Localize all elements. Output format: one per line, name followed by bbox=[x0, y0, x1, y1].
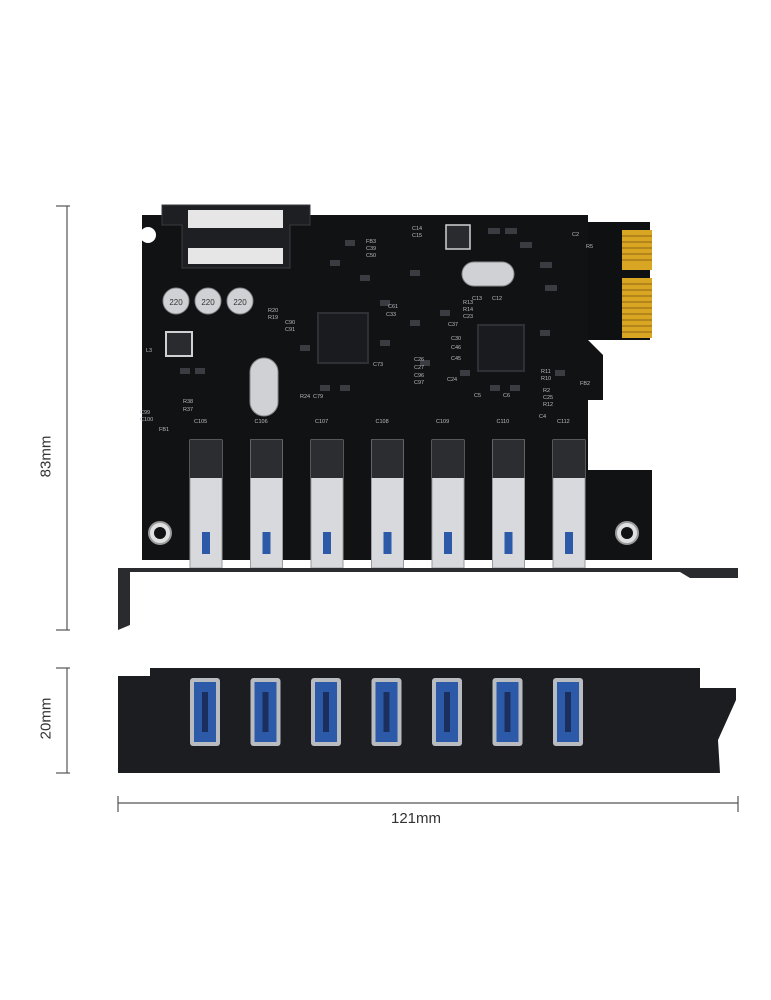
inductor bbox=[165, 331, 193, 357]
silk-label: C61 bbox=[388, 304, 398, 310]
usb-ports-front bbox=[190, 678, 583, 746]
bracket-front-view bbox=[118, 668, 736, 773]
usb-port-top bbox=[189, 439, 223, 569]
silk-label: C100 bbox=[140, 417, 153, 423]
mount-hole-top-left bbox=[140, 227, 156, 243]
electrolytic-capacitors: 220 220 220 bbox=[162, 287, 254, 315]
silk-label: R2 bbox=[543, 388, 550, 394]
sata-power-connector bbox=[161, 204, 311, 269]
silk-label: R24 bbox=[300, 394, 310, 400]
silk-label: R13 bbox=[463, 300, 473, 306]
usb-port-front bbox=[311, 678, 341, 746]
usb-port-front bbox=[432, 678, 462, 746]
usb-card-top-view: 220 220 220 C14 C1 bbox=[118, 204, 738, 630]
usb-port-top bbox=[310, 439, 344, 569]
port-ref-label: C108 bbox=[376, 419, 389, 425]
silk-label: C26 bbox=[414, 357, 424, 363]
silk-label: R38 bbox=[183, 399, 193, 405]
bracket-edge bbox=[118, 568, 738, 630]
silk-label: C45 bbox=[451, 356, 461, 362]
capacitor-label: 220 bbox=[201, 298, 215, 307]
usb-port-top bbox=[371, 439, 404, 569]
smd-components bbox=[180, 228, 565, 391]
silk-label: C91 bbox=[285, 327, 295, 333]
length-dimension-label: 121mm bbox=[391, 810, 442, 827]
silk-label: C99 bbox=[140, 410, 150, 416]
usb-port-front bbox=[492, 678, 523, 746]
silk-label: FB3 bbox=[366, 239, 376, 245]
silk-label: C37 bbox=[448, 322, 458, 328]
controller-chip-main bbox=[317, 312, 369, 364]
crystal bbox=[461, 261, 515, 287]
silk-label: C33 bbox=[386, 312, 396, 318]
silk-label: R19 bbox=[268, 315, 278, 321]
usb-port-top bbox=[431, 439, 465, 569]
port-ref-label: C105 bbox=[194, 419, 207, 425]
port-ref-label: C106 bbox=[255, 419, 268, 425]
port-ref-label: C107 bbox=[315, 419, 328, 425]
crystal-oscillator bbox=[445, 224, 471, 250]
silk-label: R20 bbox=[268, 308, 278, 314]
silk-label: C79 bbox=[313, 394, 323, 400]
silk-label: C13 bbox=[472, 296, 482, 302]
silk-label: C24 bbox=[447, 377, 457, 383]
usb-port-top bbox=[492, 439, 525, 569]
capacitor-label: 220 bbox=[169, 298, 183, 307]
crystal-vertical bbox=[249, 357, 279, 417]
silk-label: FB2 bbox=[580, 381, 590, 387]
port-ref-label: C110 bbox=[497, 419, 510, 425]
silk-label: C90 bbox=[285, 320, 295, 326]
usb-port-front bbox=[250, 678, 281, 746]
silkscreen-labels: C14 C15 FB3 C39 C50 C13 C12 C2 R5 C61 C3… bbox=[140, 226, 593, 433]
silk-label: C2 bbox=[572, 232, 579, 238]
silk-label: C39 bbox=[366, 246, 376, 252]
usb-port-front bbox=[190, 678, 220, 746]
silk-label: C25 bbox=[543, 395, 553, 401]
usb-ports-top: C105 C106 C107 C108 C109 C110 C112 bbox=[189, 419, 586, 569]
height-dimension-label: 83mm bbox=[37, 435, 55, 478]
silk-label: C6 bbox=[503, 393, 510, 399]
silk-label: C14 bbox=[412, 226, 422, 232]
silk-label: C30 bbox=[451, 336, 461, 342]
silk-label: R37 bbox=[183, 407, 193, 413]
depth-dimension-label: 20mm bbox=[37, 697, 55, 740]
silk-label: C23 bbox=[463, 314, 473, 320]
silk-label: C12 bbox=[492, 296, 502, 302]
silk-label: C5 bbox=[474, 393, 481, 399]
dimension-lines bbox=[56, 205, 739, 812]
silk-label: C96 bbox=[414, 373, 424, 379]
silk-label: C73 bbox=[373, 362, 383, 368]
controller-chip-hub bbox=[477, 324, 525, 372]
port-ref-label: C109 bbox=[436, 419, 449, 425]
silk-label: R14 bbox=[463, 307, 473, 313]
silk-label: R5 bbox=[586, 244, 593, 250]
silk-label: C46 bbox=[451, 345, 461, 351]
usb-port-top bbox=[552, 439, 586, 569]
silk-label: R12 bbox=[543, 402, 553, 408]
silk-label: C27 bbox=[414, 365, 424, 371]
silk-label: FB1 bbox=[159, 427, 169, 433]
silk-label: C50 bbox=[366, 253, 376, 259]
silk-label: C15 bbox=[412, 233, 422, 239]
silk-label: C97 bbox=[414, 380, 424, 386]
silk-label: R11 bbox=[541, 369, 551, 375]
usb-port-front bbox=[371, 678, 402, 746]
pcie-gold-fingers bbox=[622, 230, 652, 338]
usb-port-front bbox=[553, 678, 583, 746]
silk-label: L3 bbox=[146, 348, 152, 354]
silk-label: R10 bbox=[541, 376, 551, 382]
port-ref-label: C112 bbox=[557, 419, 570, 425]
silk-label: C4 bbox=[539, 414, 546, 420]
capacitor-label: 220 bbox=[233, 298, 247, 307]
usb-port-top bbox=[250, 439, 283, 569]
